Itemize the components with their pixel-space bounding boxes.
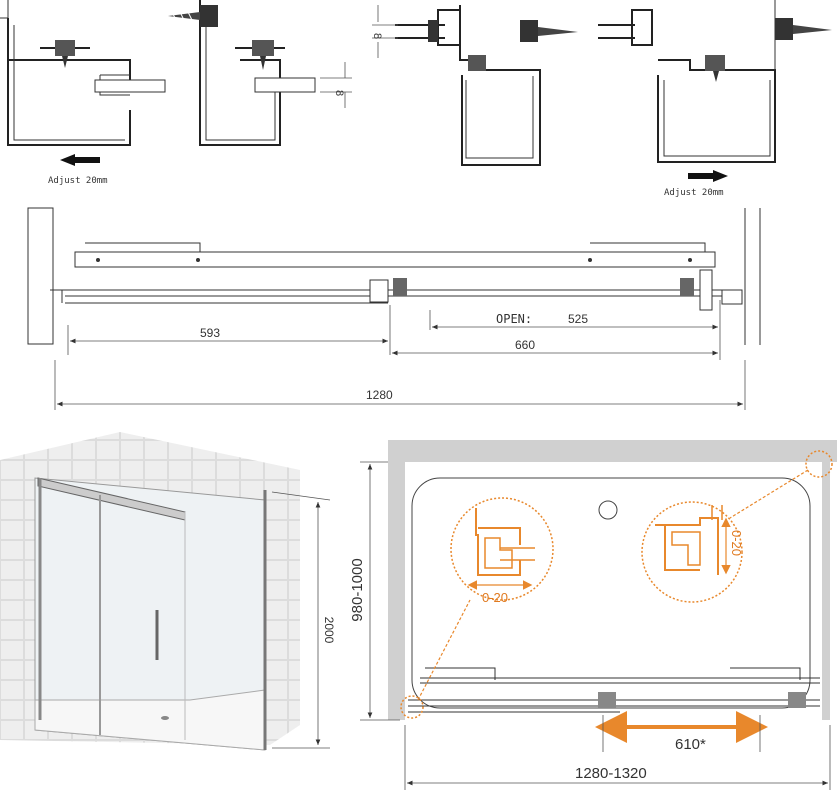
roller-icon xyxy=(788,692,806,708)
screw-icon xyxy=(168,5,218,27)
profile-detail-4 xyxy=(598,0,832,163)
detail-marker-left xyxy=(400,695,424,719)
drain-icon xyxy=(161,716,169,720)
seal-icon xyxy=(252,40,274,56)
profile-detail-1 xyxy=(0,0,166,146)
plan-view-top: 593 OPEN: 525 660 1280 xyxy=(27,207,761,410)
plan-view-bottom: 0-20 0-20 610* 980-1000 1280-1320 xyxy=(349,440,837,790)
drain-icon xyxy=(598,500,618,520)
adjust-right-callout: Adjust 20mm xyxy=(664,170,728,198)
dim-660: 660 xyxy=(515,338,535,352)
dim-8-right: 8 xyxy=(333,90,345,96)
dim-593: 593 xyxy=(200,326,220,340)
roller-icon xyxy=(393,278,407,296)
dim-8-left: 8 xyxy=(371,33,383,39)
detail-marker-right xyxy=(805,450,833,478)
adjust-left-callout: Adjust 20mm xyxy=(48,154,108,186)
open-value: 525 xyxy=(568,312,588,326)
depth-dim: 980-1000 xyxy=(349,558,366,621)
open-label: OPEN: xyxy=(496,312,532,326)
arrow-left-icon xyxy=(60,154,100,166)
dim-1280: 1280 xyxy=(366,388,393,402)
detail-circle-left: 0-20 xyxy=(450,497,554,605)
fixed-panel xyxy=(74,251,716,268)
wall-left xyxy=(27,207,54,345)
view-3d: 2000 xyxy=(0,432,336,751)
roller-icon xyxy=(680,278,694,296)
wall-right xyxy=(744,208,761,345)
adjust-right-label: Adjust 20mm xyxy=(664,188,724,198)
screw-icon xyxy=(775,18,832,40)
roller-icon xyxy=(598,692,616,708)
adjust-left-range: 0-20 xyxy=(482,590,508,605)
width-dim: 1280-1320 xyxy=(575,765,647,782)
adjust-left-label: Adjust 20mm xyxy=(48,176,108,186)
seal-icon xyxy=(468,55,486,71)
seal-icon xyxy=(705,55,725,71)
arrow-right-icon xyxy=(688,170,728,182)
seal-icon xyxy=(55,40,75,56)
detail-circle-right: 0-20 xyxy=(641,501,744,603)
profile-detail-2: 8 xyxy=(168,0,352,146)
profile-detail-3: 8 xyxy=(371,5,578,166)
opening-width: 610* xyxy=(675,736,706,753)
height-2000: 2000 xyxy=(322,617,336,644)
screw-icon xyxy=(520,20,578,42)
adjust-right-range: 0-20 xyxy=(729,530,744,556)
